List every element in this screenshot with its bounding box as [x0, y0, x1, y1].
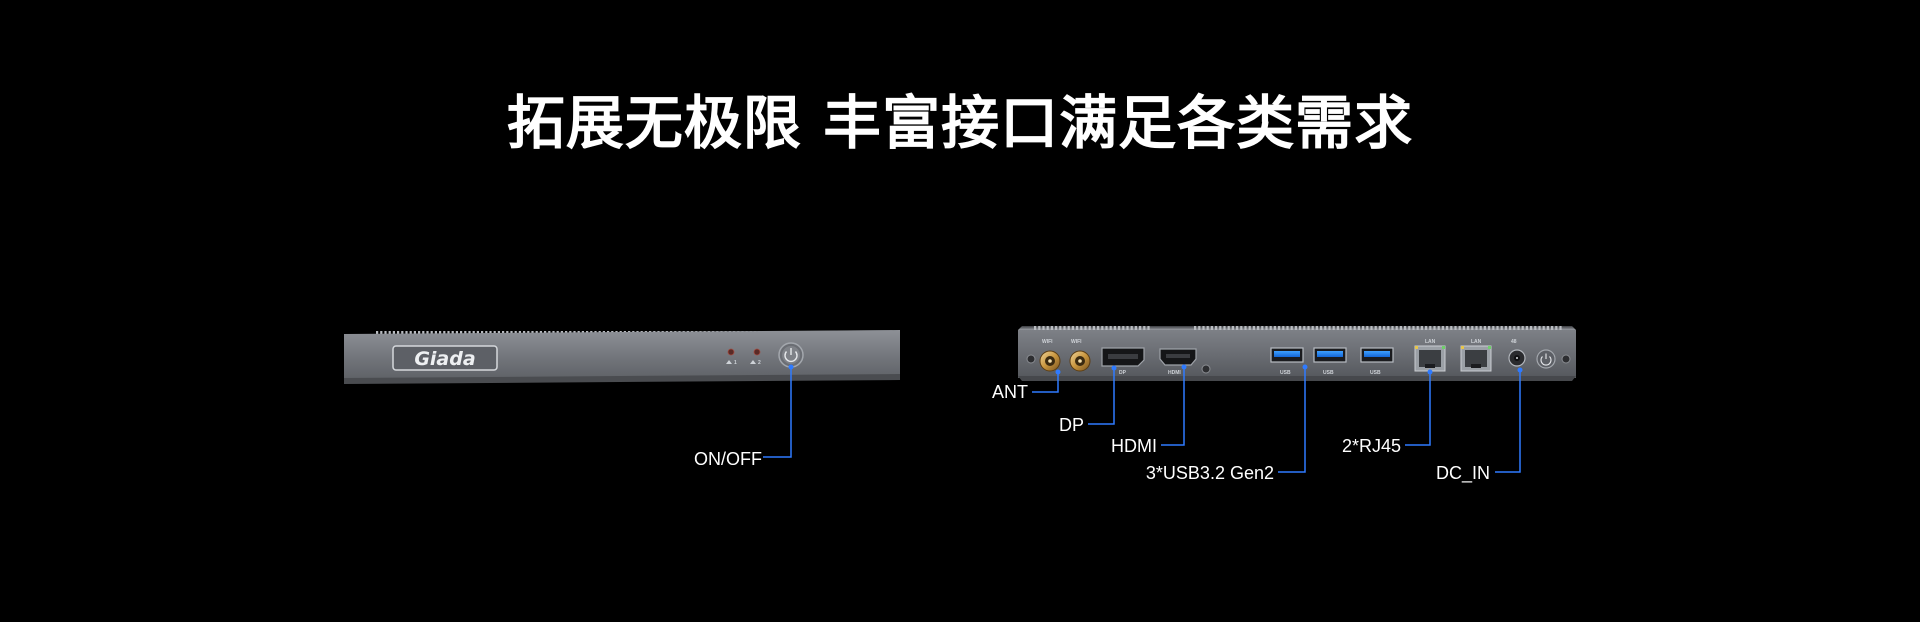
svg-text:USB: USB — [1370, 370, 1381, 376]
displayport-port: DP — [1101, 347, 1145, 376]
power-button[interactable] — [778, 342, 804, 368]
dp-leader-line — [1088, 368, 1115, 425]
antenna-port-2: WIFI — [1069, 339, 1091, 372]
callout-dp: DP — [1059, 415, 1084, 435]
screw-mid — [1201, 364, 1211, 374]
front-device: Giada 1 2 ON/OFF — [344, 330, 900, 469]
screw-right — [1561, 354, 1571, 364]
dc-in-port: 48 — [1508, 339, 1526, 367]
callout-dc-in: DC_IN — [1436, 463, 1490, 484]
antenna-port-1: WIFI — [1039, 339, 1061, 372]
svg-text:LAN: LAN — [1471, 339, 1482, 345]
svg-text:WIFI: WIFI — [1071, 339, 1082, 345]
rear-bottom-edge — [1018, 376, 1576, 381]
front-bottom-edge — [344, 374, 900, 384]
rj45-leader-line — [1405, 372, 1431, 446]
svg-text:WIFI: WIFI — [1042, 339, 1053, 345]
callout-ant: ANT — [992, 382, 1028, 402]
ant-leader-line — [1032, 372, 1059, 393]
usb-leader-line — [1278, 367, 1306, 473]
hdmi-leader-line — [1161, 367, 1185, 446]
rear-power-icon — [1540, 353, 1552, 366]
svg-text:DP: DP — [1119, 370, 1127, 376]
led-1-icon — [726, 360, 732, 364]
svg-text:2: 2 — [758, 360, 761, 366]
svg-text:USB: USB — [1323, 370, 1334, 376]
svg-text:HDMI: HDMI — [1168, 370, 1181, 376]
lan-port-2: LAN — [1460, 339, 1492, 372]
hdmi-port: HDMI — [1159, 348, 1197, 376]
usb-port-1: USB — [1270, 347, 1304, 376]
rear-power-button[interactable] — [1536, 349, 1556, 369]
led-1: 1 — [726, 348, 737, 366]
power-icon — [784, 348, 798, 363]
dcin-leader-line — [1495, 370, 1521, 473]
callout-usb: 3*USB3.2 Gen2 — [1146, 463, 1274, 483]
callout-onoff: ON/OFF — [694, 449, 762, 469]
led-2: 2 — [750, 348, 761, 366]
rear-device: WIFI WIFI DP HDMI USB — [992, 326, 1576, 484]
led-2-icon — [750, 360, 756, 364]
callout-hdmi: HDMI — [1111, 436, 1157, 456]
onoff-leader-line — [763, 367, 792, 458]
giada-logo-text: Giada — [414, 348, 475, 370]
usb-port-3: USB — [1360, 347, 1394, 376]
screw-left — [1026, 354, 1036, 364]
callout-rj45: 2*RJ45 — [1342, 436, 1401, 456]
svg-text:USB: USB — [1280, 370, 1291, 376]
usb-port-2: USB — [1313, 347, 1347, 376]
svg-text:48: 48 — [1511, 339, 1517, 345]
lan-port-1: LAN — [1414, 339, 1446, 372]
svg-text:1: 1 — [734, 360, 737, 366]
svg-text:LAN: LAN — [1425, 339, 1436, 345]
page-title: 拓展无极限 丰富接口满足各类需求 — [506, 89, 1414, 157]
giada-logo: Giada — [392, 345, 498, 371]
